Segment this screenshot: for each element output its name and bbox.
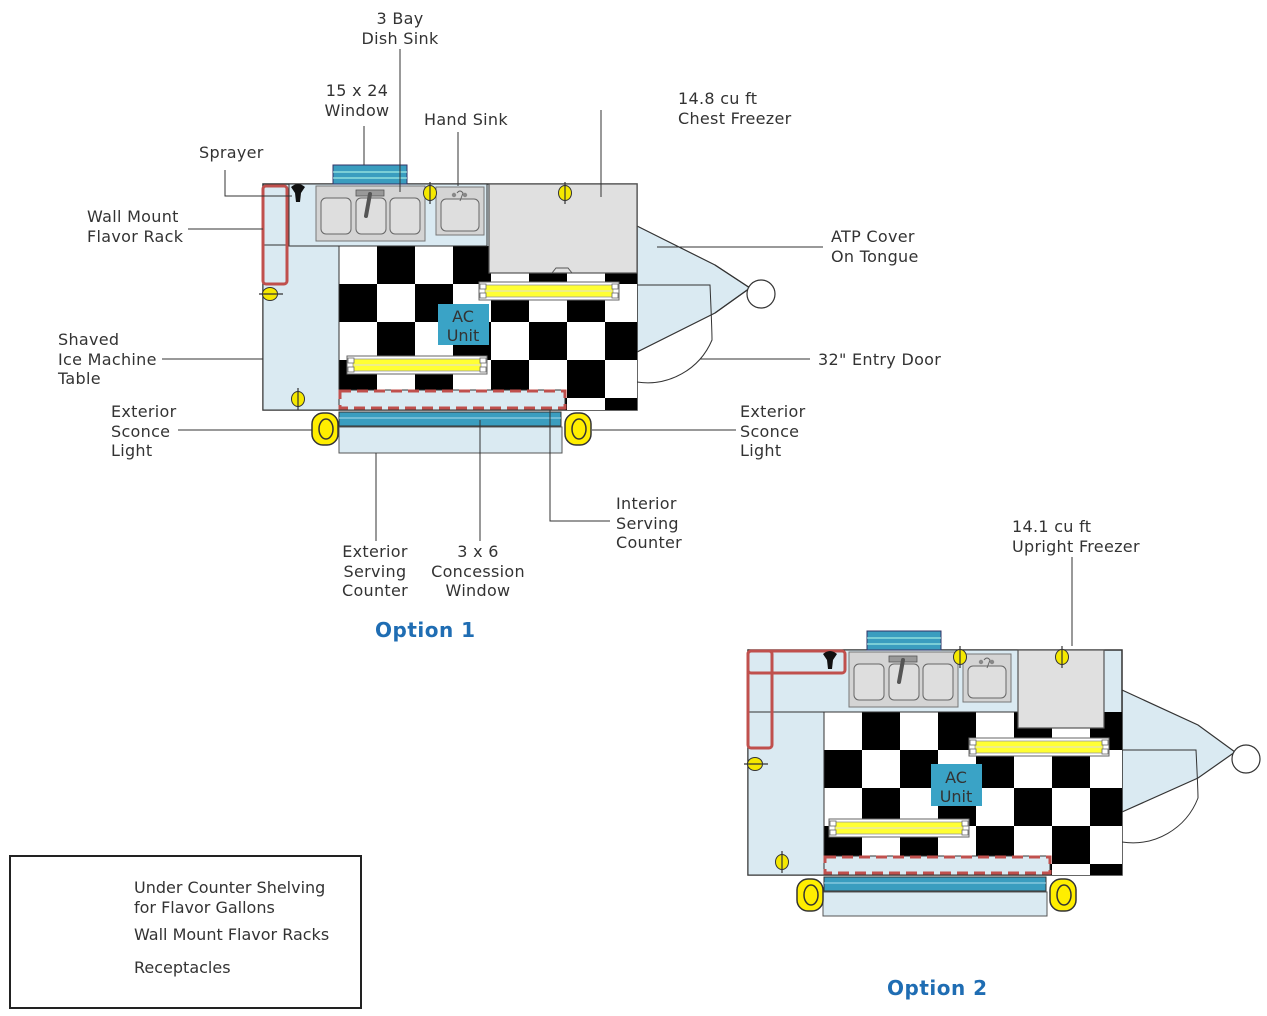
label-sconce-right: Exterior Sconce Light [740,402,806,460]
label-atp-cover: ATP Cover On Tongue [831,227,919,266]
shaved-ice-table [262,244,340,411]
ac-unit-label-1: AC [452,307,474,326]
hitch-ball [1231,744,1261,774]
ac-unit-label-1: AC [945,768,967,787]
light-bar [478,281,620,301]
concession-window [338,411,562,427]
label-chest-freezer: 14.8 cu ft Chest Freezer [678,89,792,128]
ac-unit [438,304,489,345]
option2-title: Option 2 [887,976,988,1000]
label-hand-sink: Hand Sink [424,110,508,129]
light-bar [828,818,970,838]
light-bar [968,737,1110,757]
exterior-sconce-light [1049,878,1077,912]
label-concession-window: 3 x 6 Concession Window [431,542,525,600]
wall-mount-flavor-rack [261,184,289,286]
option1-leader-lines [162,49,823,541]
exterior-sconce-light [311,412,339,446]
window-15x24 [332,164,408,185]
label-sconce-left: Exterior Sconce Light [111,402,177,460]
label-interior-counter: Interior Serving Counter [616,494,683,552]
exterior-sconce-light [564,412,592,446]
exterior-sconce-light [796,878,824,912]
legend-label-receptacles: Receptacles [134,958,231,977]
label-wall-mount-rack: Wall Mount Flavor Rack [87,207,184,246]
under-counter-shelving [338,389,567,410]
option1-title: Option 1 [375,618,476,642]
label-exterior-counter: Exterior Serving Counter [341,542,409,600]
atp-cover-shape [636,225,752,353]
dish-sink [847,650,960,709]
ac-unit-label-2: Unit [447,326,480,345]
light-bar [346,355,488,375]
ac-unit-label-2: Unit [940,787,973,806]
label-upright-freezer: 14.1 cu ft Upright Freezer [1012,517,1140,556]
option1-trailer: AC Unit [258,164,776,454]
label-window: 15 x 24 Window [324,81,390,120]
hitch-ball [746,279,776,309]
label-shaved-ice: Shaved Ice Machine Table [58,330,157,388]
legend-label-shelving: Under Counter Shelving for Flavor Gallon… [134,878,326,917]
label-entry-door: 32" Entry Door [818,350,942,369]
legend-box [9,855,362,1009]
option2-trailer: AC Unit [743,630,1261,917]
chest-freezer [488,183,638,274]
exterior-serving-counter [338,426,563,454]
label-sprayer: Sprayer [199,143,264,162]
ac-unit [931,764,982,806]
dish-sink [314,184,427,243]
hand-sink [435,186,485,236]
legend-label-racks: Wall Mount Flavor Racks [134,925,330,944]
hand-sink [962,653,1012,703]
label-dish-sink: 3 Bay Dish Sink [361,9,439,48]
